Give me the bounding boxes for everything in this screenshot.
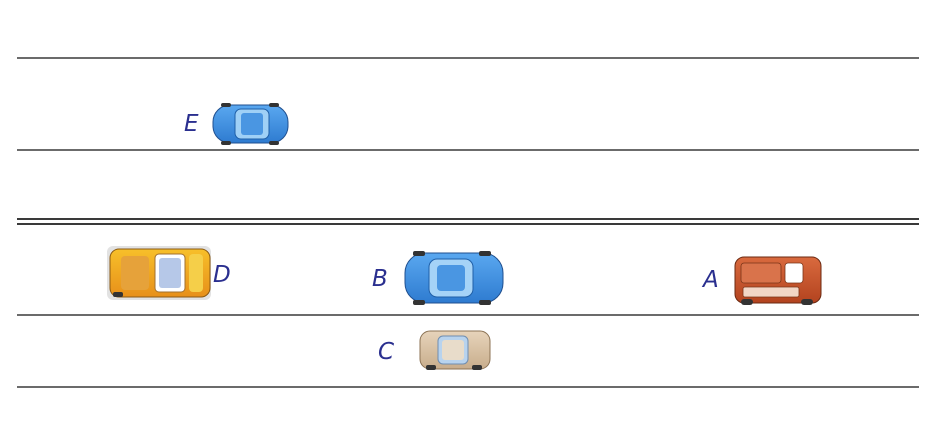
car-c — [419, 330, 491, 370]
road-lines — [17, 57, 919, 388]
car-d-label: D — [213, 262, 231, 288]
car-a-label: A — [701, 267, 719, 293]
car-c-label: C — [378, 339, 394, 365]
car-b-label: B — [372, 266, 388, 292]
car-e-label: E — [184, 111, 199, 137]
car-e — [212, 103, 289, 145]
car-d — [107, 246, 211, 300]
car-b — [404, 251, 504, 305]
car-a — [734, 256, 822, 305]
